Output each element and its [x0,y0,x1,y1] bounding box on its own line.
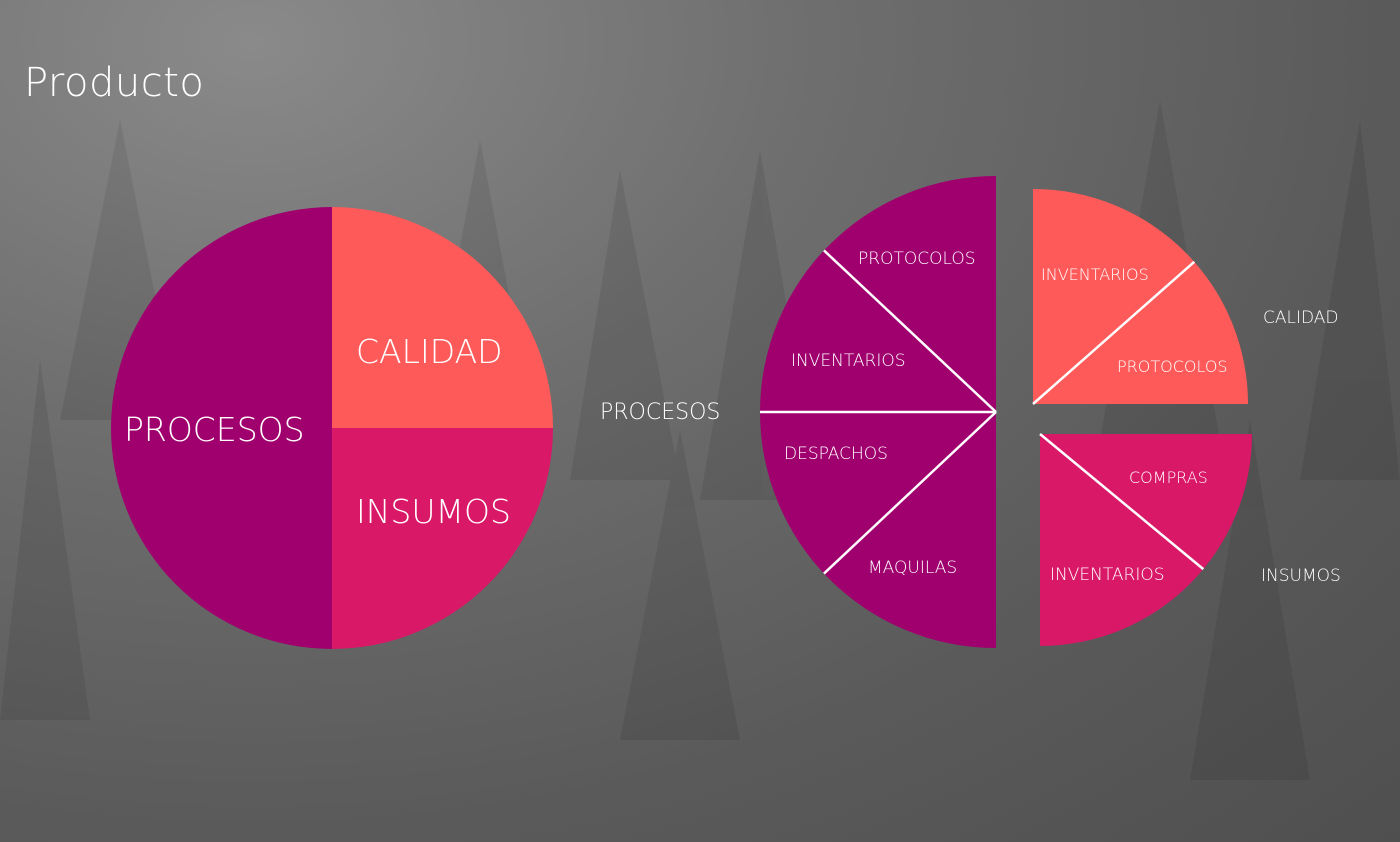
divider-procesos-inventarios [823,249,997,413]
pie-label-insumos: INSUMOS [356,492,511,531]
divider-procesos-maquilas [823,411,997,575]
group-label-calidad: CALIDAD [1263,308,1339,328]
sublabel-procesos-despachos: DESPACHOS [784,444,888,464]
sublabel-calidad-inventarios: INVENTARIOS [1041,265,1149,284]
pie-slice-calidad [332,207,553,428]
divider-insumos-compras [1039,433,1205,571]
sublabel-insumos-inventarios: INVENTARIOS [1050,565,1165,585]
exploded-slice-calidad [1033,189,1248,404]
pie-label-procesos: PROCESOS [124,410,305,449]
sublabel-procesos-maquilas: MAQUILAS [868,558,958,578]
divider-calidad-inventarios [1032,260,1196,405]
sublabel-insumos-compras: COMPRAS [1129,468,1208,487]
group-label-procesos: PROCESOS [600,400,721,425]
sublabel-procesos-protocolos: PROTOCOLOS [858,249,976,269]
pie-slice-procesos [111,207,332,649]
slide-title: Producto [24,60,205,106]
sublabel-procesos-inventarios: INVENTARIOS [791,351,906,371]
pie-label-calidad: CALIDAD [356,332,503,371]
exploded-slice-insumos [1040,434,1252,646]
pie-slice-insumos [332,428,553,649]
sublabel-calidad-protocolos: PROTOCOLOS [1117,357,1228,376]
group-label-insumos: INSUMOS [1261,566,1341,586]
